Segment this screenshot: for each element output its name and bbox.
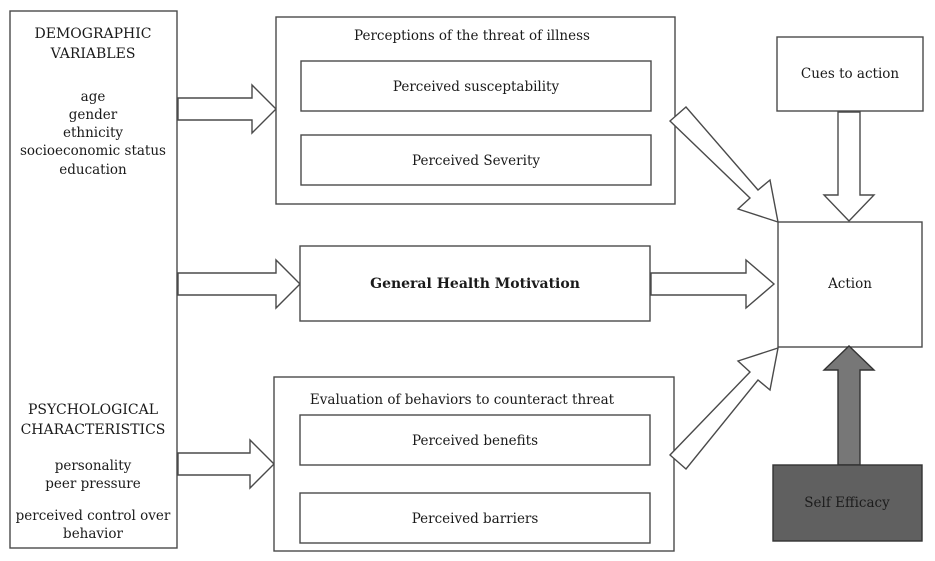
perceived-severity-box (300, 134, 652, 186)
action-box (777, 221, 923, 348)
perceived-susceptibility-label: Perceived susceptability (393, 79, 560, 95)
psychological-item: peer pressure (45, 476, 140, 492)
demographic-item: ethnicity (63, 125, 123, 141)
perceived-severity-label: Perceived Severity (412, 153, 540, 169)
general-health-motivation-label: General Health Motivation (370, 276, 580, 292)
arrow-evaluation-to-action (668, 346, 779, 471)
arrow-threat-to-action (668, 106, 779, 224)
predictors-box (9, 10, 178, 549)
self-efficacy-box (772, 464, 923, 542)
arrow-to-threat (177, 83, 277, 135)
demographic-item: education (59, 162, 127, 178)
psychological-heading-line-1: PSYCHOLOGICAL (28, 402, 158, 418)
perceived-susceptibility-box (300, 60, 652, 112)
arrow-to-evaluation (177, 438, 275, 490)
general-health-motivation-box (299, 245, 651, 322)
cues-to-action-label: Cues to action (801, 66, 900, 82)
psychological-item: personality (55, 458, 132, 474)
perceived-barriers-label: Perceived barriers (412, 511, 539, 527)
demographic-heading-line-1: DEMOGRAPHIC (35, 26, 152, 42)
arrow-self-efficacy-to-action (822, 345, 876, 466)
demographic-item: age (81, 89, 106, 105)
self-efficacy-label: Self Efficacy (804, 495, 890, 511)
arrow-to-motivation (177, 258, 301, 310)
evaluation-title: Evaluation of behaviors to counteract th… (310, 392, 615, 408)
arrow-cues-to-action (822, 111, 876, 223)
demographic-heading-line-2: VARIABLES (50, 46, 136, 62)
threat-title: Perceptions of the threat of illness (354, 28, 590, 44)
action-label: Action (827, 276, 872, 292)
demographic-item: socioeconomic status (20, 143, 166, 159)
perceived-benefits-box (299, 414, 651, 466)
demographic-item: gender (69, 107, 118, 123)
psychological-item: perceived control over (16, 508, 171, 524)
psychological-heading-line-2: CHARACTERISTICS (21, 422, 166, 438)
psychological-item: behavior (63, 526, 123, 542)
perceived-barriers-box (299, 492, 651, 544)
cues-to-action-box (776, 36, 924, 112)
arrow-motivation-to-action (650, 258, 776, 310)
perceived-benefits-label: Perceived benefits (412, 433, 538, 449)
